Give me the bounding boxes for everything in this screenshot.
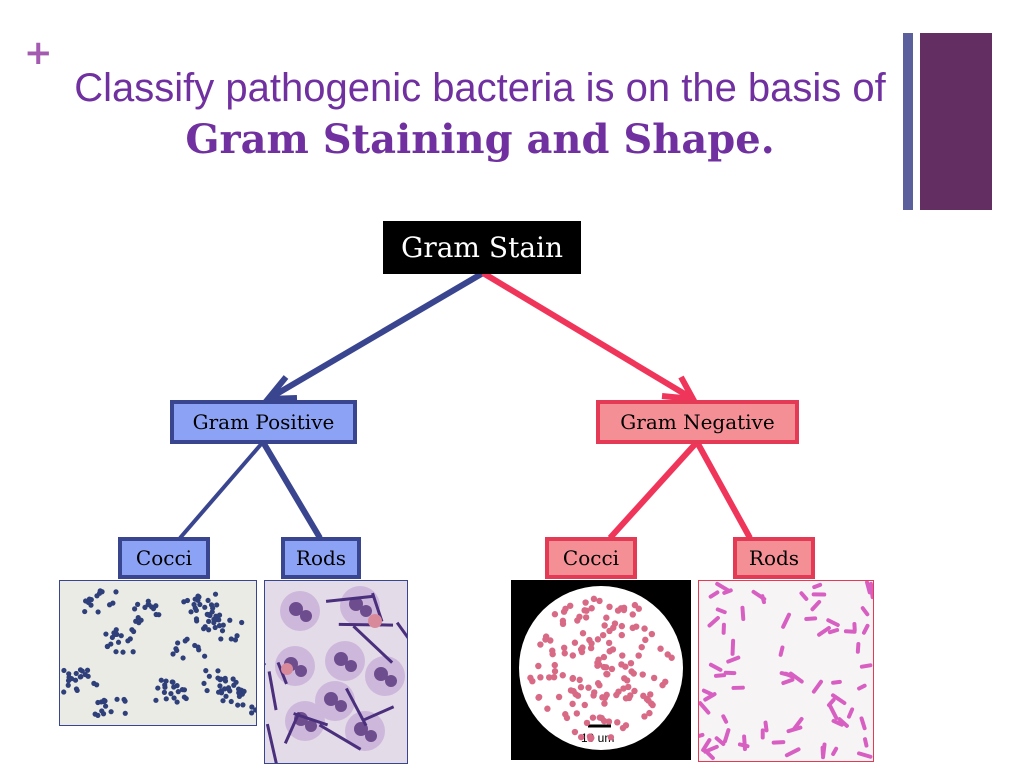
gn-cocci-node: Cocci bbox=[545, 537, 637, 579]
plus-symbol: + bbox=[24, 33, 53, 73]
connector-negative-to-cocci bbox=[607, 439, 700, 541]
decorative-bar-thick bbox=[920, 33, 992, 210]
gn-rods-node: Rods bbox=[733, 537, 815, 579]
connector-negative-to-rods bbox=[694, 440, 753, 540]
arrowhead-negative-icon bbox=[661, 375, 699, 403]
connector-positive-to-cocci bbox=[178, 440, 265, 540]
gp-rods-node: Rods bbox=[281, 537, 361, 579]
gram-stain-node: Gram Stain bbox=[383, 221, 581, 274]
title-bold-text: Gram Staining and Shape. bbox=[185, 116, 775, 163]
micrograph-gn-cocci: 10 um bbox=[511, 580, 691, 760]
decorative-bar-thin bbox=[903, 33, 913, 210]
connector-root-to-positive bbox=[266, 270, 485, 402]
micrograph-gp-rods bbox=[264, 580, 408, 764]
gram-positive-node: Gram Positive bbox=[170, 400, 357, 444]
micrograph-gp-cocci bbox=[59, 580, 257, 726]
arrowhead-positive-icon bbox=[261, 375, 298, 403]
connector-positive-to-rods bbox=[260, 440, 323, 540]
connector-root-to-negative bbox=[481, 270, 695, 402]
gram-negative-node: Gram Negative bbox=[596, 400, 799, 444]
slide-title: Classify pathogenic bacteria is on the b… bbox=[60, 62, 900, 166]
title-plain-text: Classify pathogenic bacteria is on the b… bbox=[74, 66, 886, 110]
gp-cocci-node: Cocci bbox=[118, 537, 210, 579]
micrograph-gn-rods bbox=[698, 580, 874, 762]
